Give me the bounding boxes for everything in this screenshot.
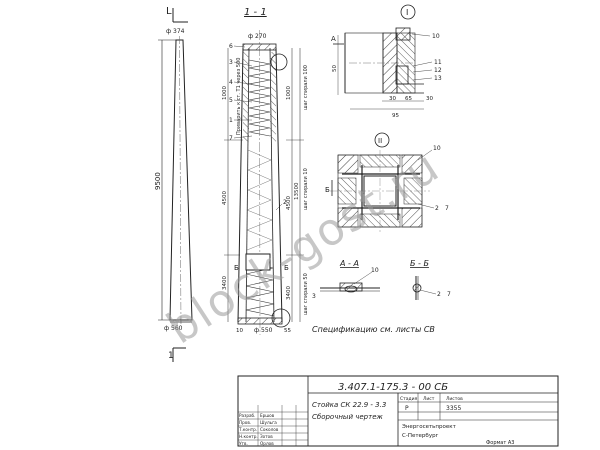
detail-II: II Б 10 2 7: [325, 132, 449, 232]
section-label-right-mid: шаг спирали 10: [303, 168, 309, 210]
sign-role-3: Н.контр.: [239, 434, 258, 439]
detail-I-label-0: 10: [432, 33, 440, 40]
section-label-right-top: шаг спирали 100: [303, 65, 309, 110]
title-name-1: Стойка СК 22.9 - 3.3: [312, 401, 386, 409]
title-block: 3.407.1-175.3 - 00 СБ Стойка СК 22.9 - 3…: [237, 375, 559, 447]
section-bottom-dim: ф 550: [254, 327, 273, 334]
detail-I-dim-0: 50: [332, 65, 338, 72]
section-1-1-title: 1 - 1: [244, 7, 267, 18]
elevation-dim-total: 9500: [154, 172, 162, 190]
detail-I-dim-2: 65: [405, 96, 412, 102]
title-org-1: Энергосетьпроект: [402, 424, 457, 430]
section-mark-label-bottom: 1: [168, 351, 174, 361]
pos-label-6: 2: [283, 199, 287, 206]
title-col-sheet: Лист: [423, 396, 435, 402]
sign-name-3: Зотов: [260, 434, 273, 439]
section-1-1-view: 1 - 1 Б Б 1000 4500 3400: [222, 7, 309, 336]
title-col-stage: Стадия: [400, 396, 418, 402]
pos-label-3: 5: [229, 97, 233, 104]
detail-II-mark-B: Б: [325, 186, 330, 194]
section-mark-B-right: Б: [284, 264, 289, 272]
section-dim-right-3: 3400: [286, 286, 292, 300]
title-org-2: С-Петербург: [402, 433, 439, 439]
detail-I-title: I: [406, 8, 408, 17]
detail-B-B-title: Б - Б: [410, 259, 429, 268]
detail-II-label-2: 7: [445, 205, 449, 212]
section-small-1: 55: [284, 328, 291, 334]
title-format: Формат А3: [486, 440, 514, 446]
detail-I: I 10 11 12 13 A 50 30 65 95 30: [331, 4, 442, 119]
sign-name-4: Орлов: [260, 441, 274, 446]
signature-grid: Разраб. Ершов Пров. Шульга Т.контр. Соко…: [238, 405, 308, 446]
detail-A-A-label-0: 10: [371, 267, 379, 274]
section-dim-left-0: 1000: [222, 86, 228, 100]
detail-A-A-title: A - A: [339, 259, 359, 268]
sign-name-2: Соколов: [260, 427, 279, 432]
section-label-right-bottom: шаг спирали 50: [303, 273, 309, 315]
detail-I-dim-1: 30: [389, 96, 396, 102]
title-name-2: Сборочный чертеж: [312, 413, 383, 421]
section-mark-label-top: L: [166, 6, 172, 17]
title-sheets: 3355: [446, 405, 461, 412]
pos-label-2: 4: [229, 79, 233, 86]
sign-role-1: Пров.: [239, 420, 251, 425]
section-small-0: 10: [236, 328, 243, 334]
detail-B-B-label-1: 7: [447, 291, 451, 298]
elevation-dim-bottom: ф 560: [164, 325, 183, 332]
section-mark-top: L: [166, 6, 188, 23]
pos-label-4: 1: [229, 117, 233, 124]
sign-name-1: Шульга: [260, 420, 277, 425]
section-dim-right-1: 13500: [294, 182, 300, 200]
detail-II-label-1: 2: [435, 205, 439, 212]
detail-I-label-2: 12: [434, 67, 442, 74]
sign-role-2: Т.контр.: [238, 427, 257, 432]
section-dim-right-2: 4500: [286, 196, 292, 210]
detail-A-A: A - A 10 3: [312, 259, 380, 300]
section-dim-right-0: 1000: [286, 86, 292, 100]
detail-II-label-0: 10: [433, 145, 441, 152]
section-mark-B-left: Б: [234, 264, 239, 272]
sign-name-0: Ершов: [260, 413, 275, 418]
detail-I-label-3: 13: [434, 75, 442, 82]
section-top-dim: ф 270: [248, 33, 267, 40]
section-dim-left-2: 3400: [222, 276, 228, 290]
detail-I-dim-3: 95: [392, 113, 399, 119]
spec-note: Спецификацию см. листы СВ: [312, 325, 435, 334]
elevation-dim-top: ф 374: [166, 28, 185, 35]
pos-label-1: 3: [229, 59, 233, 66]
title-stage: Р: [405, 405, 409, 412]
elevation-view: 9500 ф 374 ф 560: [154, 28, 193, 332]
detail-B-B-label-0: 2: [437, 291, 441, 298]
detail-B-B: Б - Б 2 7: [410, 259, 451, 300]
sign-role-4: Утв.: [239, 441, 248, 446]
pos-label-0: 6: [229, 43, 233, 50]
detail-I-label-1: 11: [434, 59, 442, 66]
position-callouts: 6 3 4 5 1 7 2: [229, 43, 287, 211]
detail-A-A-label-1: 3: [312, 293, 316, 300]
title-col-sheets: Листов: [446, 396, 463, 402]
title-code: 3.407.1-175.3 - 00 СБ: [338, 382, 448, 393]
section-label-left: Приварить к ст. Т1 через 500: [236, 58, 242, 135]
detail-I-mark-A: A: [331, 35, 336, 43]
section-mark-bottom: 1: [168, 347, 186, 362]
detail-II-title: II: [378, 137, 382, 145]
pos-label-5: 7: [229, 135, 233, 142]
sign-role-0: Разраб.: [239, 413, 255, 418]
detail-I-dim-4: 30: [426, 96, 433, 102]
section-dim-left-1: 4500: [222, 191, 228, 205]
